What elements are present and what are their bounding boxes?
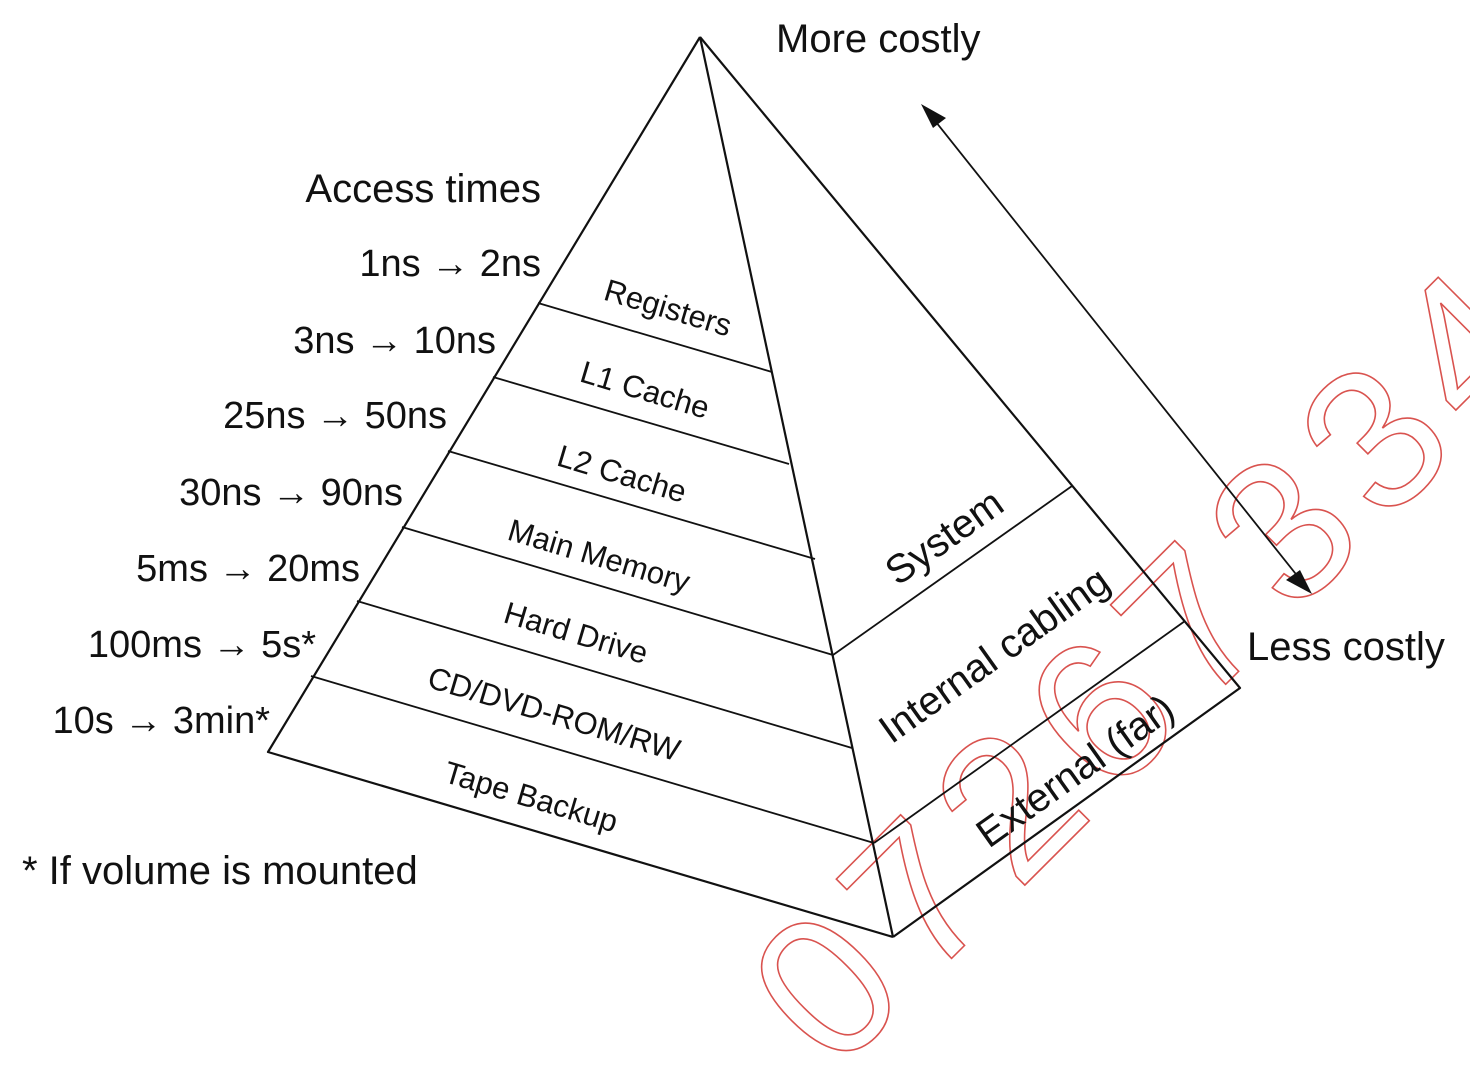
tier-label-hard-drive: Hard Drive (500, 595, 652, 671)
tier-label-registers: Registers (600, 272, 735, 343)
watermark: 0726733444 (707, 33, 1470, 1077)
tier-divider-1 (537, 302, 773, 373)
access-time-row: 1ns → 2ns (359, 243, 541, 285)
tier-label-cd-dvd: CD/DVD-ROM/RW (424, 660, 685, 768)
tier-label-l1-cache: L1 Cache (576, 354, 713, 425)
access-times-heading: Access times (305, 167, 541, 211)
tier-label-main-memory: Main Memory (504, 512, 694, 599)
tier-label-tape-backup: Tape Backup (440, 755, 622, 840)
arrow-up-head-icon (921, 104, 946, 128)
tier-divider-3 (447, 450, 816, 560)
zone-divider-2 (873, 620, 1186, 844)
access-time-row: 10s → 3min* (52, 700, 270, 742)
footnote: * If volume is mounted (22, 849, 418, 893)
tier-divider-6 (310, 675, 875, 844)
arrow-down-head-icon (1286, 570, 1312, 594)
zone-divider-1 (832, 485, 1073, 656)
pyramid-left-face-outline (266, 36, 894, 939)
cost-arrow (921, 104, 1312, 594)
access-time-row: 25ns → 50ns (223, 395, 447, 437)
tier-label-l2-cache: L2 Cache (553, 438, 690, 509)
less-costly-label: Less costly (1247, 625, 1445, 669)
pyramid-right-face-outline (699, 36, 1242, 938)
access-time-row: 100ms → 5s* (88, 624, 316, 666)
tier-divider-4 (401, 526, 834, 656)
pyramid (266, 36, 1242, 939)
access-time-row: 3ns → 10ns (293, 320, 496, 362)
tier-divider-2 (492, 376, 790, 465)
tier-divider-5 (356, 600, 853, 749)
pyramid-center-ridge (698, 36, 895, 938)
watermark-text: 0726733444 (708, 34, 1470, 1077)
more-costly-label: More costly (776, 17, 981, 61)
access-time-row: 5ms → 20ms (136, 548, 360, 590)
access-time-row: 30ns → 90ns (179, 472, 403, 514)
